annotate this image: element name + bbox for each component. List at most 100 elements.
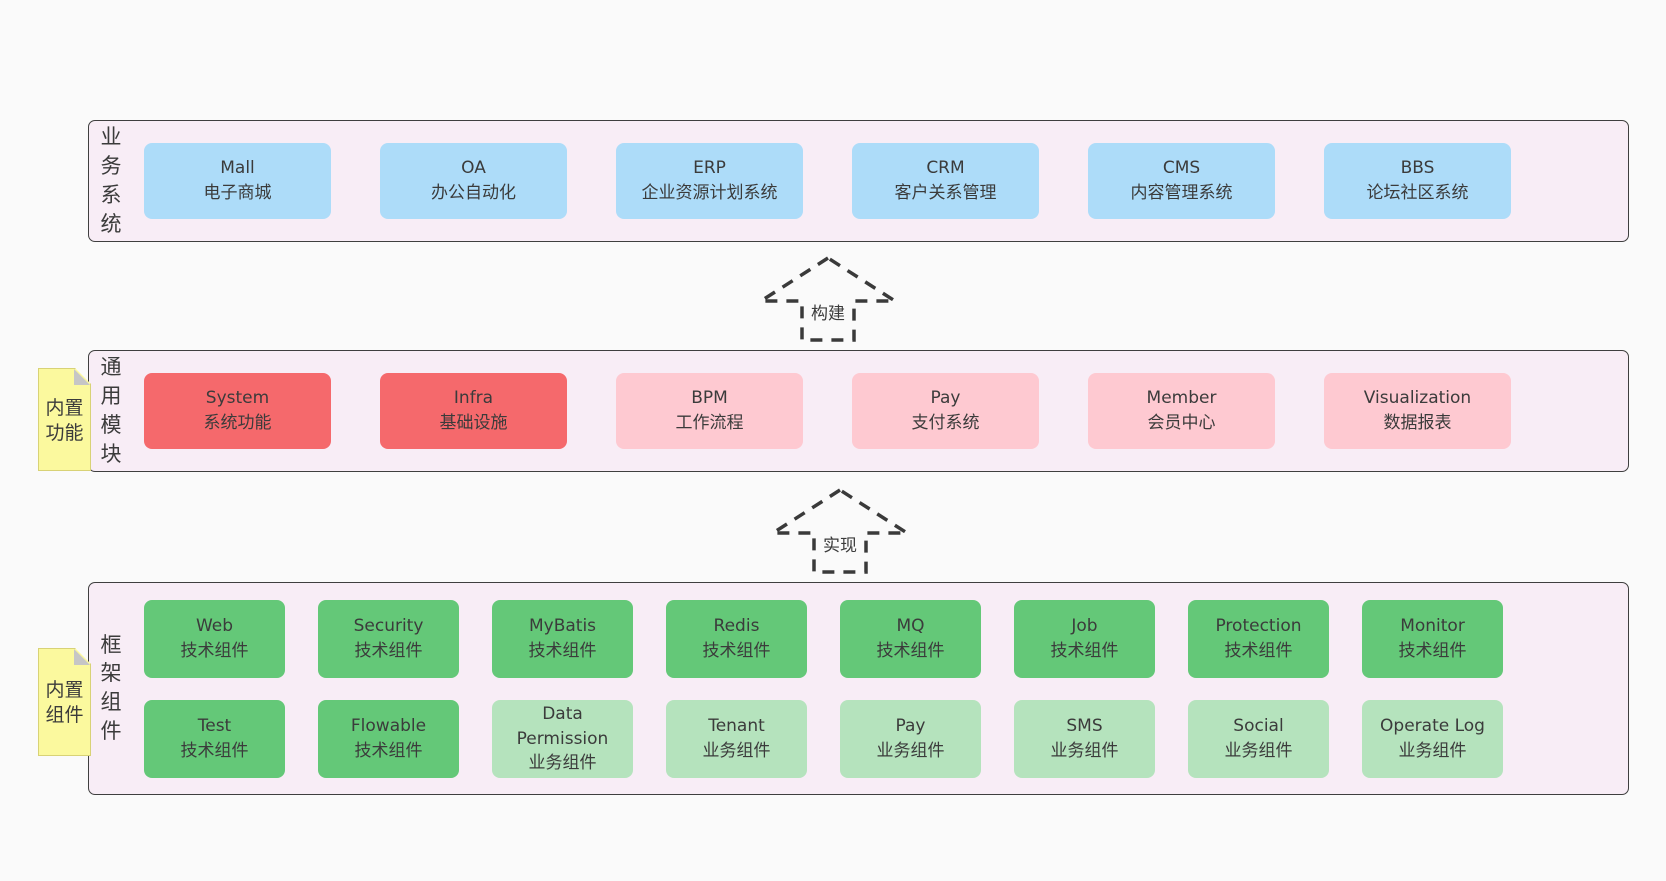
box-test: Test 技术组件 [144,700,285,778]
box-title: BPM [691,388,728,409]
box-subtitle: 业务组件 [1398,741,1467,761]
box-pay: Pay 支付系统 [852,373,1039,449]
box-subtitle: 技术组件 [354,741,423,761]
box-title: Monitor [1400,616,1465,637]
box-title: Member [1146,388,1217,409]
box-subtitle: 技术组件 [528,641,597,661]
box-cms: CMS 内容管理系统 [1088,143,1275,219]
box-subtitle: 技术组件 [354,641,423,661]
box-job: Job 技术组件 [1014,600,1155,678]
box-mall: Mall 电子商城 [144,143,331,219]
layer-side-label: 框架组件 [100,632,122,744]
box-subtitle: 内容管理系统 [1130,183,1233,203]
box-title: Flowable [350,716,427,737]
box-subtitle: 企业资源计划系统 [641,183,778,203]
box-operate-log: Operate Log 业务组件 [1362,700,1503,778]
box-web: Web 技术组件 [144,600,285,678]
box-title: SMS [1066,716,1103,737]
business-boxes-row: Mall 电子商城 OA 办公自动化 ERP 企业资源计划系统 CRM 客户关系… [144,143,1511,219]
box-subtitle: 技术组件 [180,741,249,761]
box-subtitle: 会员中心 [1147,413,1216,433]
box-title: Tenant [708,716,765,737]
box-security: Security 技术组件 [318,600,459,678]
box-subtitle: 支付系统 [911,413,980,433]
box-erp: ERP 企业资源计划系统 [616,143,803,219]
box-title: CMS [1162,158,1201,179]
box-subtitle: 技术组件 [1050,641,1119,661]
box-flowable: Flowable 技术组件 [318,700,459,778]
layer-common-modules: 通用模块 System 系统功能 Infra 基础设施 BPM 工作流程 Pay… [88,350,1629,472]
box-subtitle: 技术组件 [876,641,945,661]
box-title: Visualization [1363,388,1472,409]
box-social: Social 业务组件 [1188,700,1329,778]
box-title: System [205,388,270,409]
box-subtitle: 业务组件 [528,753,597,774]
box-system: System 系统功能 [144,373,331,449]
note-label: 内置组件 [45,678,84,727]
implement-arrow: 实现 [767,487,913,575]
box-title: Mall [220,158,255,179]
box-subtitle: 工作流程 [675,413,744,433]
box-title: ERP [693,158,726,179]
box-redis: Redis 技术组件 [666,600,807,678]
box-title: Operate Log [1380,716,1485,737]
box-bbs: BBS 论坛社区系统 [1324,143,1511,219]
build-arrow: 构建 [755,255,901,343]
box-title: MyBatis [528,616,597,637]
box-subtitle: 技术组件 [702,641,771,661]
box-monitor: Monitor 技术组件 [1362,600,1503,678]
box-subtitle: 基础设施 [439,413,508,433]
box-subtitle: 电子商城 [203,183,272,203]
box-tenant: Tenant 业务组件 [666,700,807,778]
box-pay-component: Pay 业务组件 [840,700,981,778]
box-mq: MQ 技术组件 [840,600,981,678]
box-title: Pay [895,716,926,737]
box-title: Test [197,716,232,737]
box-title: Social [1233,716,1284,737]
box-subtitle: 客户关系管理 [894,183,997,203]
box-title: Infra [453,388,494,409]
box-title: BBS [1400,158,1435,179]
box-visualization: Visualization 数据报表 [1324,373,1511,449]
box-crm: CRM 客户关系管理 [852,143,1039,219]
box-title: OA [461,158,486,179]
box-infra: Infra 基础设施 [380,373,567,449]
box-protection: Protection 技术组件 [1188,600,1329,678]
box-subtitle: 论坛社区系统 [1366,183,1469,203]
box-subtitle: 业务组件 [1224,741,1293,761]
box-title: Security [353,616,424,637]
note-label: 内置功能 [45,396,84,444]
box-title: Data Permission [516,704,609,749]
arrow-label: 构建 [808,299,848,324]
box-subtitle: 办公自动化 [431,183,516,203]
arrow-label: 实现 [820,531,860,556]
box-data-permission: Data Permission 业务组件 [492,700,633,778]
box-subtitle: 业务组件 [876,741,945,761]
arrow-up-icon [767,487,913,574]
box-bpm: BPM 工作流程 [616,373,803,449]
box-sms: SMS 业务组件 [1014,700,1155,778]
modules-boxes-row: System 系统功能 Infra 基础设施 BPM 工作流程 Pay 支付系统… [144,373,1511,449]
box-subtitle: 技术组件 [180,641,249,661]
box-title: CRM [926,158,965,179]
box-subtitle: 技术组件 [1224,641,1293,661]
box-subtitle: 数据报表 [1383,413,1452,433]
sticky-note-builtin-features: 内置功能 [38,368,91,471]
sticky-note-builtin-components: 内置组件 [38,648,91,756]
box-title: Pay [930,388,961,409]
layer-side-label: 业务系统 [100,125,122,236]
layer-side-label: 通用模块 [100,355,122,466]
box-oa: OA 办公自动化 [380,143,567,219]
box-title: Job [1071,616,1098,637]
arrow-up-icon [755,255,901,342]
layer-business-systems: 业务系统 Mall 电子商城 OA 办公自动化 ERP 企业资源计划系统 CRM… [88,120,1629,242]
framework-row-1: Web 技术组件 Security 技术组件 MyBatis 技术组件 Redi… [144,600,1503,678]
box-subtitle: 技术组件 [1398,641,1467,661]
box-title: MQ [896,616,925,637]
framework-row-2: Test 技术组件 Flowable 技术组件 Data Permission … [144,700,1503,778]
box-title: Redis [713,616,760,637]
layer-framework-components: 框架组件 Web 技术组件 Security 技术组件 MyBatis 技术组件… [88,582,1629,795]
box-member: Member 会员中心 [1088,373,1275,449]
box-title: Web [195,616,234,637]
